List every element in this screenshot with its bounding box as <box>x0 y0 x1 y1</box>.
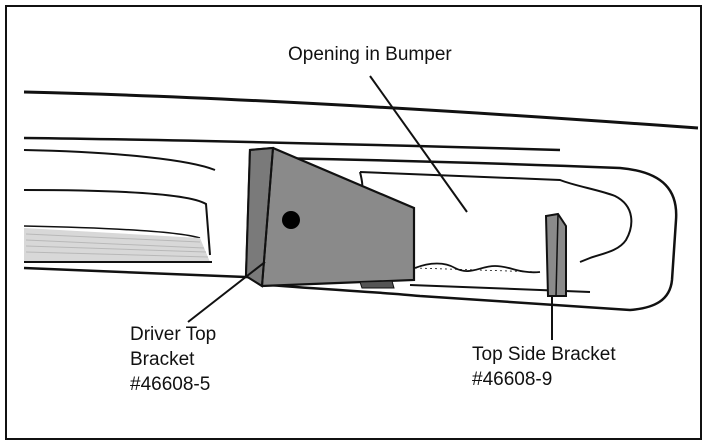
label-top-side-bracket: Top Side Bracket #46608-9 <box>472 342 616 392</box>
label-side-line-2: #46608-9 <box>472 369 553 390</box>
label-opening-in-bumper: Opening in Bumper <box>288 42 452 67</box>
bracket-shadow <box>359 280 395 289</box>
label-driver-top-bracket: Driver Top Bracket #46608-5 <box>130 322 216 397</box>
opening-bottom-edge <box>409 284 591 293</box>
leader-opening <box>369 75 468 213</box>
bumper-surface-line <box>23 136 561 152</box>
wavy-edge-hint <box>414 267 541 273</box>
texture-lines <box>25 233 209 258</box>
inner-opening-contour <box>359 171 633 263</box>
bumper-top-edge <box>23 90 699 130</box>
bracket-bolt-hole <box>282 211 300 229</box>
label-opening-text: Opening in Bumper <box>288 44 452 65</box>
strip-mid <box>23 189 211 256</box>
strip-top <box>23 149 216 171</box>
label-side-line-1: Top Side Bracket <box>472 344 616 365</box>
side-bracket-edge <box>555 213 559 297</box>
label-driver-line-1: Driver Top <box>130 324 217 345</box>
label-driver-line-3: #46608-5 <box>130 374 211 395</box>
leader-driver-bracket <box>187 261 266 323</box>
label-driver-line-2: Bracket <box>130 349 195 370</box>
top-side-bracket <box>544 212 567 297</box>
bumper-opening-outline <box>269 156 678 312</box>
strip-inner <box>23 225 201 239</box>
